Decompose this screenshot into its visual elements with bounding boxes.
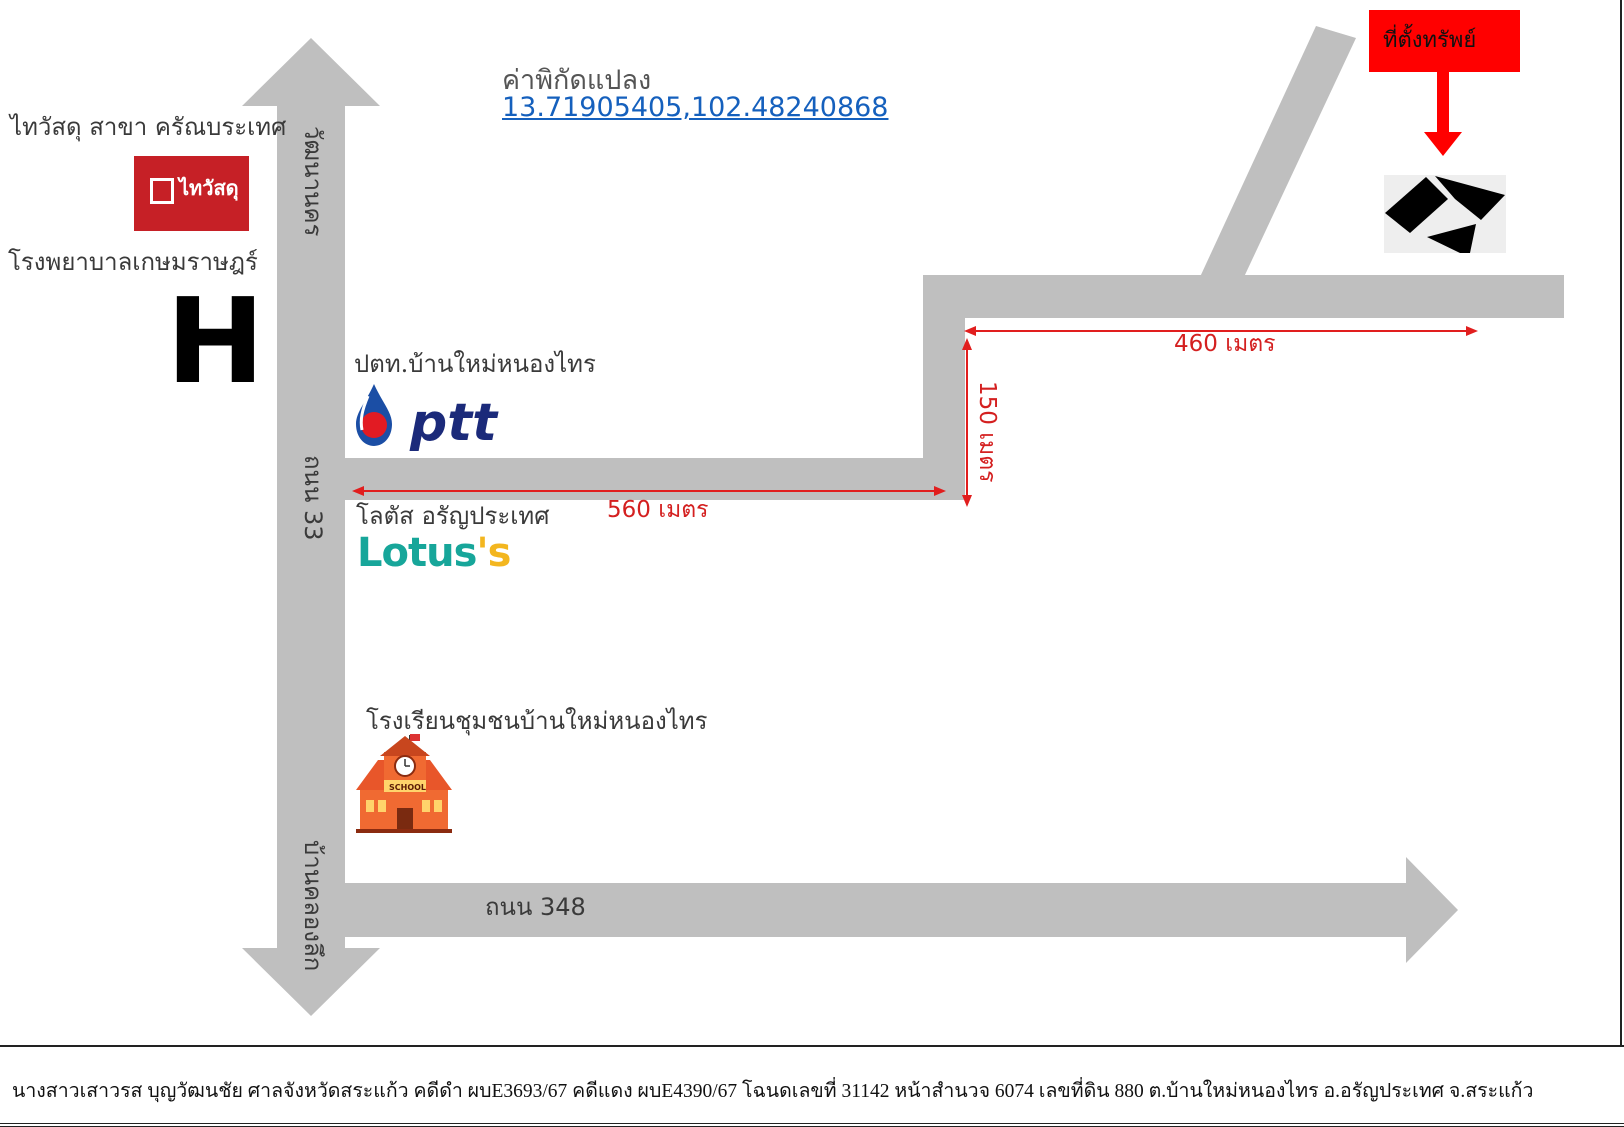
property-pointer-arrow	[1424, 72, 1462, 156]
thaiwatsadu-label: ไทวัสดุ สาขา ครัณบระเทศ	[10, 113, 287, 141]
arrowhead	[1466, 326, 1478, 336]
arrowhead	[962, 495, 972, 507]
thaiwatsadu-logo-text: ไทวัสดุ	[179, 176, 239, 200]
road-348-arrow	[345, 857, 1458, 963]
road-label-north: วัฒนานคร	[299, 126, 327, 237]
parcel-icon	[1384, 175, 1506, 253]
distance-label-560: 560 เมตร	[607, 497, 709, 523]
ptt-logo	[356, 384, 392, 446]
thaiwatsadu-logo-icon	[150, 178, 174, 204]
route-map: H ptt SCHOOL	[166, 26, 1564, 1016]
property-location-label: ที่ตั้งทรัพย์	[1369, 10, 1520, 72]
arrowhead	[352, 486, 364, 496]
arrowhead	[962, 338, 972, 350]
lotus-logo-text: Lotus	[357, 530, 477, 576]
school-sign-text: SCHOOL	[389, 783, 426, 792]
coordinates-link[interactable]: 13.71905405,102.48240868	[502, 92, 889, 123]
footer-bar: นางสาวเสาวรส บุญวัฒนชัย ศาลจังหวัดสระแก้…	[0, 1045, 1624, 1127]
frame-border	[1620, 0, 1622, 1045]
diagonal-road	[1200, 26, 1356, 277]
road-label-south: บ้านคลองลึก	[299, 840, 327, 972]
road-label-33: ถนน 33	[299, 455, 327, 541]
arrowhead	[964, 326, 976, 336]
side-road-east-2	[923, 275, 1564, 318]
main-road	[242, 26, 1564, 1016]
distance-label-460: 460 เมตร	[1174, 331, 1276, 357]
arrowhead	[934, 486, 946, 496]
main-road-arrow	[242, 38, 380, 1016]
lotus-logo: Lotus's	[357, 530, 511, 576]
hospital-h-icon: H	[166, 272, 265, 410]
ptt-logo-text: ptt	[409, 393, 499, 453]
thaiwatsadu-logo: ไทวัสดุ	[134, 156, 249, 231]
distance-markers	[352, 326, 1478, 507]
hospital-label: โรงพยาบาลเกษมราษฎร์	[8, 248, 258, 276]
distance-label-150: 150 เมตร	[974, 381, 1000, 483]
lotus-logo-suffix: 's	[476, 530, 511, 576]
coordinates-title: ค่าพิกัดแปลง	[502, 65, 652, 96]
school-label: โรงเรียนชุมชนบ้านใหม่หนองไทร	[366, 707, 708, 735]
side-road-east	[345, 458, 965, 500]
footer-text: นางสาวเสาวรส บุญวัฒนชัย ศาลจังหวัดสระแก้…	[12, 1081, 1534, 1102]
ptt-label: ปตท.บ้านใหม่หนองไทร	[354, 350, 596, 378]
road-label-348: ถนน 348	[485, 893, 586, 921]
school-icon	[356, 734, 452, 833]
lotus-label: โลตัส อรัญประเทศ	[356, 502, 550, 530]
